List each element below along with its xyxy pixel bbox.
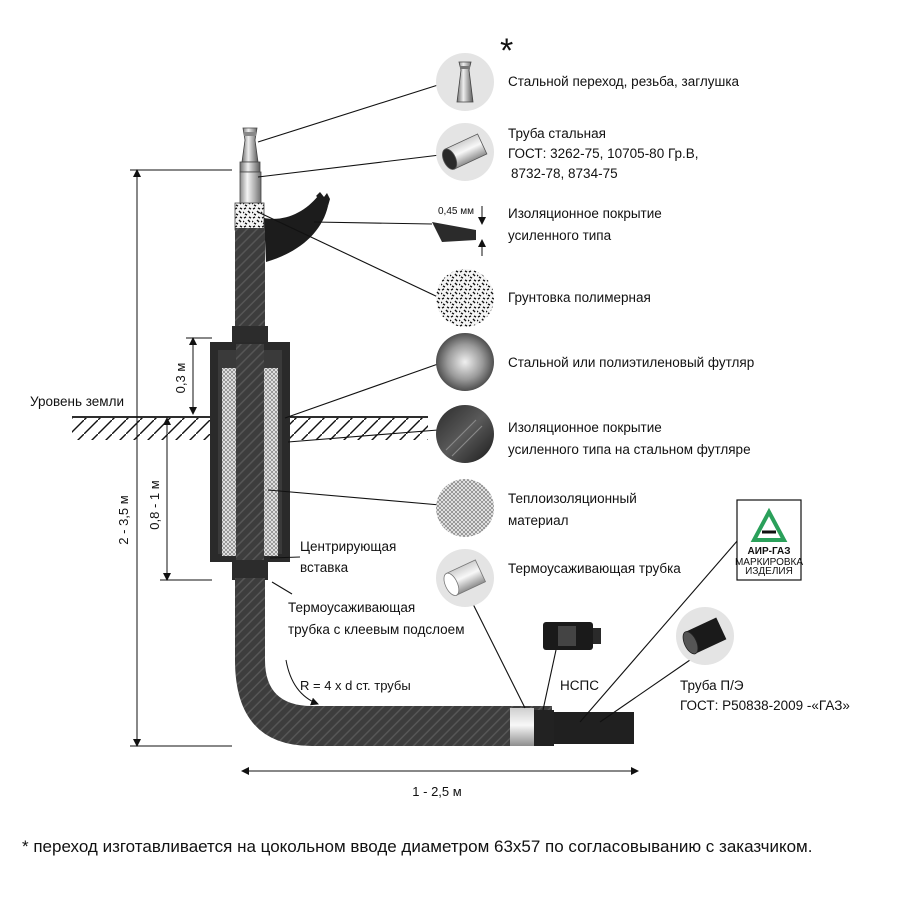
label-ground-level: Уровень земли	[30, 394, 124, 409]
label-thermal-2: материал	[508, 513, 568, 528]
label-case-insulation-1: Изоляционное покрытие	[508, 420, 662, 435]
dim-below-ground-label: 0,8 - 1 м	[147, 480, 162, 529]
label-insulation-1: Изоляционное покрытие	[508, 206, 662, 221]
label-thermal-1: Теплоизоляционный	[508, 491, 637, 506]
logo-line2: ИЗДЕЛИЯ	[745, 566, 793, 577]
label-centering-2: вставка	[300, 560, 349, 575]
pe-pipe	[554, 712, 634, 744]
shrink-tube-band	[510, 708, 534, 746]
insulation-thickness-label: 0,45 мм	[438, 206, 474, 217]
label-shrink-adhesive-1: Термоусаживающая	[288, 600, 415, 615]
insulation-thickness-icon	[432, 206, 486, 256]
case-icon	[436, 333, 494, 391]
case-insulation-icon	[436, 405, 494, 463]
air-gaz-logo	[736, 499, 802, 581]
nsps-coupling	[534, 710, 554, 746]
insulation-strip-curl	[264, 196, 328, 262]
asterisk-mark: *	[500, 32, 513, 70]
ground-hatch-right	[290, 418, 428, 440]
label-primer: Грунтовка полимерная	[508, 290, 651, 305]
pipe-bend	[235, 578, 500, 746]
ground-hatch-left	[72, 418, 210, 440]
shrink-tube-icon	[436, 549, 494, 607]
label-radius: R = 4 x d ст. трубы	[300, 678, 411, 693]
label-steel-pipe-3: 8732-78, 8734-75	[511, 166, 618, 181]
label-shrink-adhesive-2: трубка с клеевым подслоем	[288, 622, 464, 637]
label-pe-pipe-2: ГОСТ: Р50838-2009 -«ГАЗ»	[680, 698, 850, 713]
steel-pipe-icon	[436, 123, 494, 181]
pe-pipe-icon	[676, 607, 734, 665]
label-steel-pipe-2: ГОСТ: 3262-75, 10705-80 Гр.В,	[508, 146, 699, 161]
footnote: * переход изготавливается на цокольном в…	[22, 837, 812, 856]
logo-line1: МАРКИРОВКА	[735, 557, 803, 568]
dim-horizontal-label: 1 - 2,5 м	[412, 784, 461, 799]
label-centering-1: Центрирующая	[300, 539, 396, 554]
label-case-insulation-2: усиленного типа на стальном футляре	[508, 442, 751, 457]
dimensions	[130, 169, 639, 775]
logo-brand: АИР-ГАЗ	[748, 546, 791, 557]
label-insulation-2: усиленного типа	[508, 228, 612, 243]
vertical-pipe-in-case	[236, 344, 264, 560]
leader-lines	[257, 84, 739, 723]
label-case: Стальной или полиэтиленовый футляр	[508, 355, 754, 370]
label-steel-transition: Стальной переход, резьба, заглушка	[508, 74, 740, 89]
nsps-icon	[543, 622, 601, 650]
label-steel-pipe-1: Труба стальная	[508, 126, 606, 141]
nozzle-icon	[436, 53, 494, 111]
thermal-insulation-right	[264, 368, 278, 556]
dim-above-ground-label: 0,3 м	[173, 363, 188, 394]
label-pe-pipe-1: Труба П/Э	[680, 678, 744, 693]
primer-icon	[436, 269, 494, 327]
steel-transition-nozzle	[239, 127, 261, 173]
label-shrink-tube: Термоусаживающая трубка	[508, 561, 681, 576]
thermal-material-icon	[436, 479, 494, 537]
dim-total-height-label: 2 - 3,5 м	[116, 495, 131, 544]
primer-zone	[234, 202, 265, 231]
thermal-insulation-left	[222, 368, 236, 556]
label-nsps: НСПС	[560, 678, 599, 693]
vertical-pipe-upper	[235, 228, 265, 343]
steel-pipe-segment	[239, 171, 262, 205]
radius-arrow	[285, 659, 319, 706]
